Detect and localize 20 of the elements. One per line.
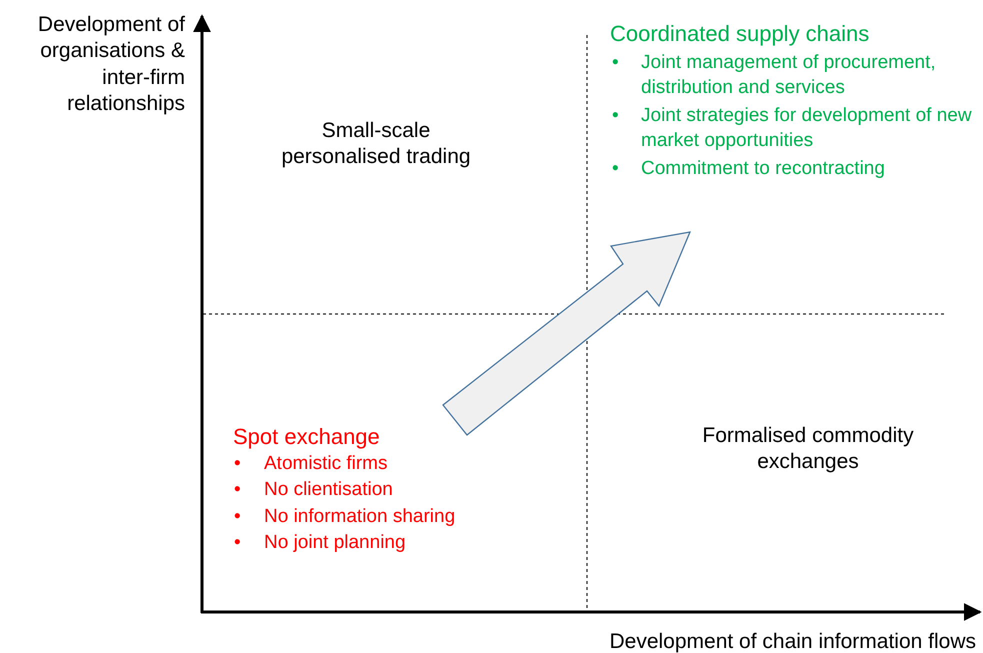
quadrant-heading: Spot exchange bbox=[233, 423, 381, 450]
bullet-item: No joint planning bbox=[264, 531, 407, 555]
bullet-item: No information sharing bbox=[264, 505, 456, 529]
axis-label: Development of chain information flows bbox=[608, 629, 976, 653]
quadrant-label: Small-scale personalised trading bbox=[280, 118, 472, 170]
quadrant-label: Formalised commodity exchanges bbox=[701, 423, 915, 476]
bullet-item: No clientisation bbox=[264, 478, 394, 502]
bullet-marker: • bbox=[234, 452, 241, 476]
bullet-marker: • bbox=[234, 478, 241, 502]
bullet-item: Joint strategies for development of new market opportunities bbox=[641, 104, 973, 153]
quadrant-heading: Coordinated supply chains bbox=[610, 20, 870, 48]
bullet-marker: • bbox=[234, 505, 241, 529]
bullet-marker: • bbox=[612, 157, 619, 181]
bullet-marker: • bbox=[612, 51, 619, 75]
bullet-marker: • bbox=[612, 104, 619, 128]
bullet-item: Joint management of procurement, distribution and services bbox=[641, 51, 937, 100]
bullet-marker: • bbox=[234, 531, 241, 555]
axis-label: Development of organisations & inter-firm relationships bbox=[36, 12, 185, 117]
bullet-item: Atomistic firms bbox=[264, 452, 388, 476]
bullet-item: Commitment to recontracting bbox=[641, 157, 886, 181]
